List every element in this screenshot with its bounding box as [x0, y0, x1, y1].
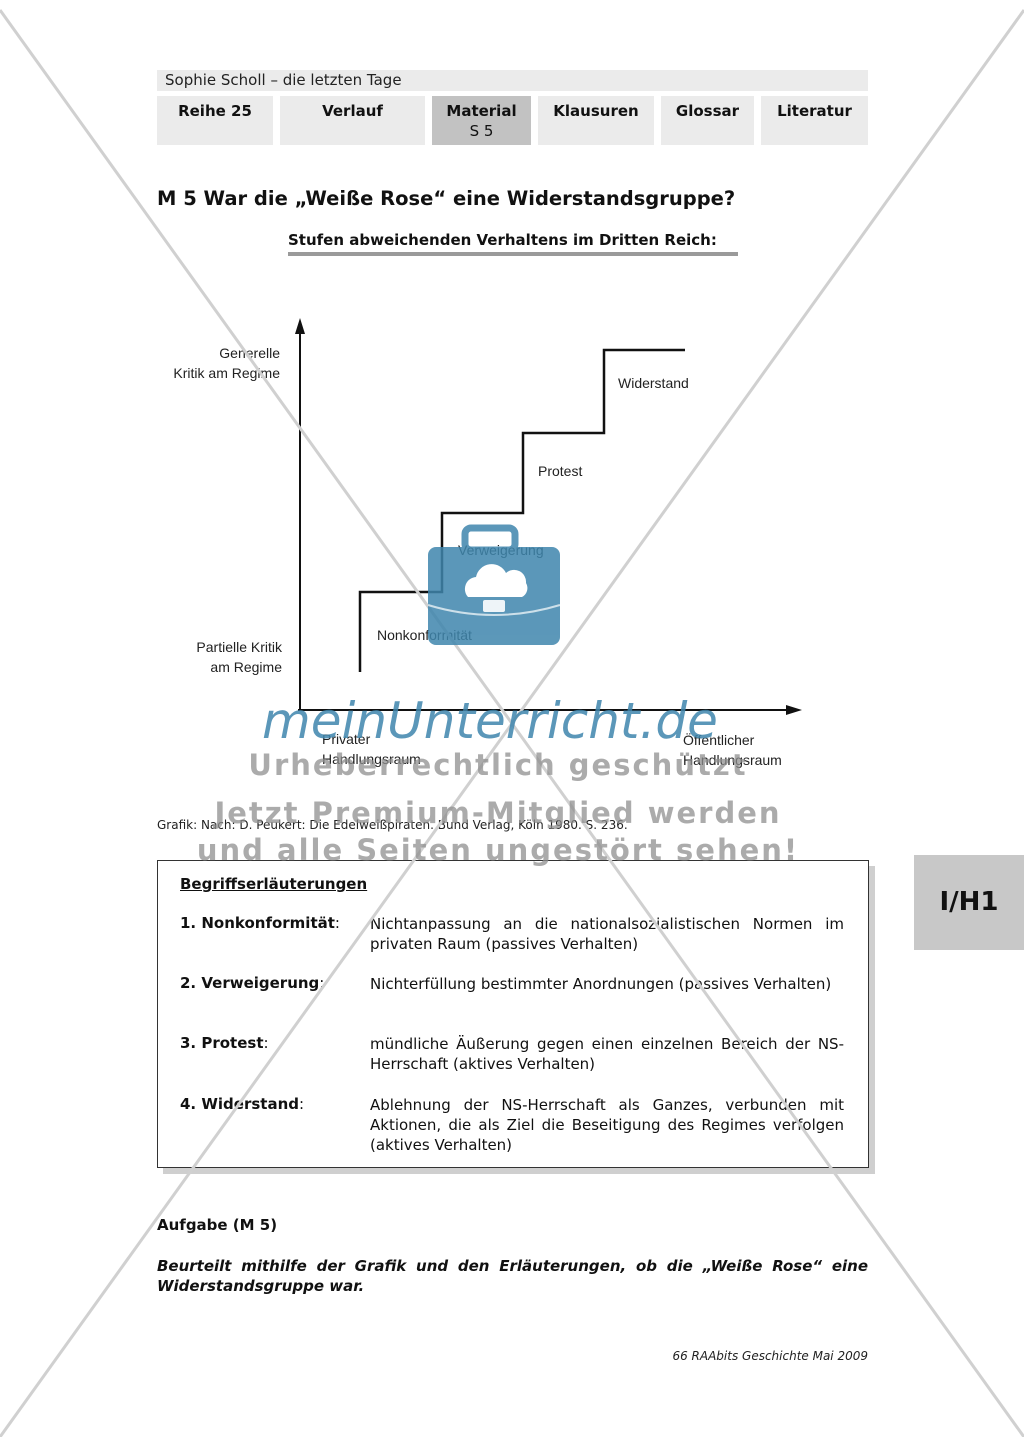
step-label-protest: Protest: [538, 463, 582, 479]
tab-label: Glossar: [675, 102, 740, 120]
x-axis-arrow: [786, 705, 802, 715]
definition-desc: Nichterfüllung bestimmter Anordnungen (p…: [370, 975, 832, 993]
tab-label: Klausuren: [553, 102, 639, 120]
y-axis-arrow: [295, 318, 305, 334]
staircase-line: [358, 348, 685, 672]
heading-underline: [288, 252, 738, 256]
chart-caption: Grafik: Nach: D. Peukert: Die Edelweißpi…: [157, 818, 628, 832]
definition-term: 3. Protest:: [180, 1034, 269, 1052]
y-label-bottom-2: am Regime: [210, 659, 282, 675]
y-label-top-1: Generelle: [219, 345, 280, 361]
tab-literatur[interactable]: Literatur: [761, 96, 868, 145]
tab-material[interactable]: Material S 5: [432, 96, 531, 145]
x-label-left-2: Handlungsraum: [322, 751, 421, 767]
step-label-widerstand: Widerstand: [618, 375, 689, 391]
task-heading: Aufgabe (M 5): [157, 1216, 278, 1234]
page-title: M 5 War die „Weiße Rose“ eine Widerstand…: [157, 187, 736, 210]
y-label-top-2: Kritik am Regime: [173, 365, 280, 381]
definitions-heading: Begriffserläuterungen: [180, 875, 368, 893]
chart-heading: Stufen abweichenden Verhaltens im Dritte…: [288, 231, 717, 249]
task-text: Beurteilt mithilfe der Grafik und den Er…: [157, 1257, 868, 1295]
step-label-verweigerung: Verweigerung: [458, 542, 544, 558]
staircase-chart: Generelle Kritik am Regime Partielle Kri…: [173, 318, 802, 768]
tab-label: Reihe 25: [178, 102, 252, 120]
tab-reihe[interactable]: Reihe 25: [157, 96, 273, 145]
x-label-left-1: Privater: [322, 731, 371, 747]
x-label-right-2: Handlungsraum: [683, 752, 782, 768]
section-side-tab: I/H1: [914, 855, 1024, 950]
step-label-nonkonformitaet: Nonkonformität: [377, 627, 472, 643]
tab-label: Verlauf: [322, 102, 383, 120]
x-label-right-1: Öffentlicher: [683, 731, 755, 748]
tab-sublabel: S 5: [469, 122, 494, 140]
tab-label: Literatur: [777, 102, 852, 120]
tab-glossar[interactable]: Glossar: [661, 96, 754, 145]
page-footer: 66 RAAbits Geschichte Mai 2009: [672, 1349, 868, 1363]
document-title-bar: Sophie Scholl – die letzten Tage: [157, 70, 868, 91]
definition-term: 2. Verweigerung:: [180, 974, 325, 992]
tab-klausuren[interactable]: Klausuren: [538, 96, 654, 145]
definition-term: 1. Nonkonformität:: [180, 914, 340, 932]
y-label-bottom-1: Partielle Kritik: [196, 639, 283, 655]
definition-term: 4. Widerstand:: [180, 1095, 305, 1113]
tab-verlauf[interactable]: Verlauf: [280, 96, 425, 145]
tab-label: Material: [446, 102, 517, 120]
definition-desc: mündliche Äußerung gegen einen einzelnen…: [370, 1035, 844, 1073]
definition-desc: Ablehnung der NS-Herrschaft als Ganzes, …: [370, 1096, 844, 1154]
definition-desc: Nichtanpassung an die nationalsozialisti…: [370, 915, 844, 953]
